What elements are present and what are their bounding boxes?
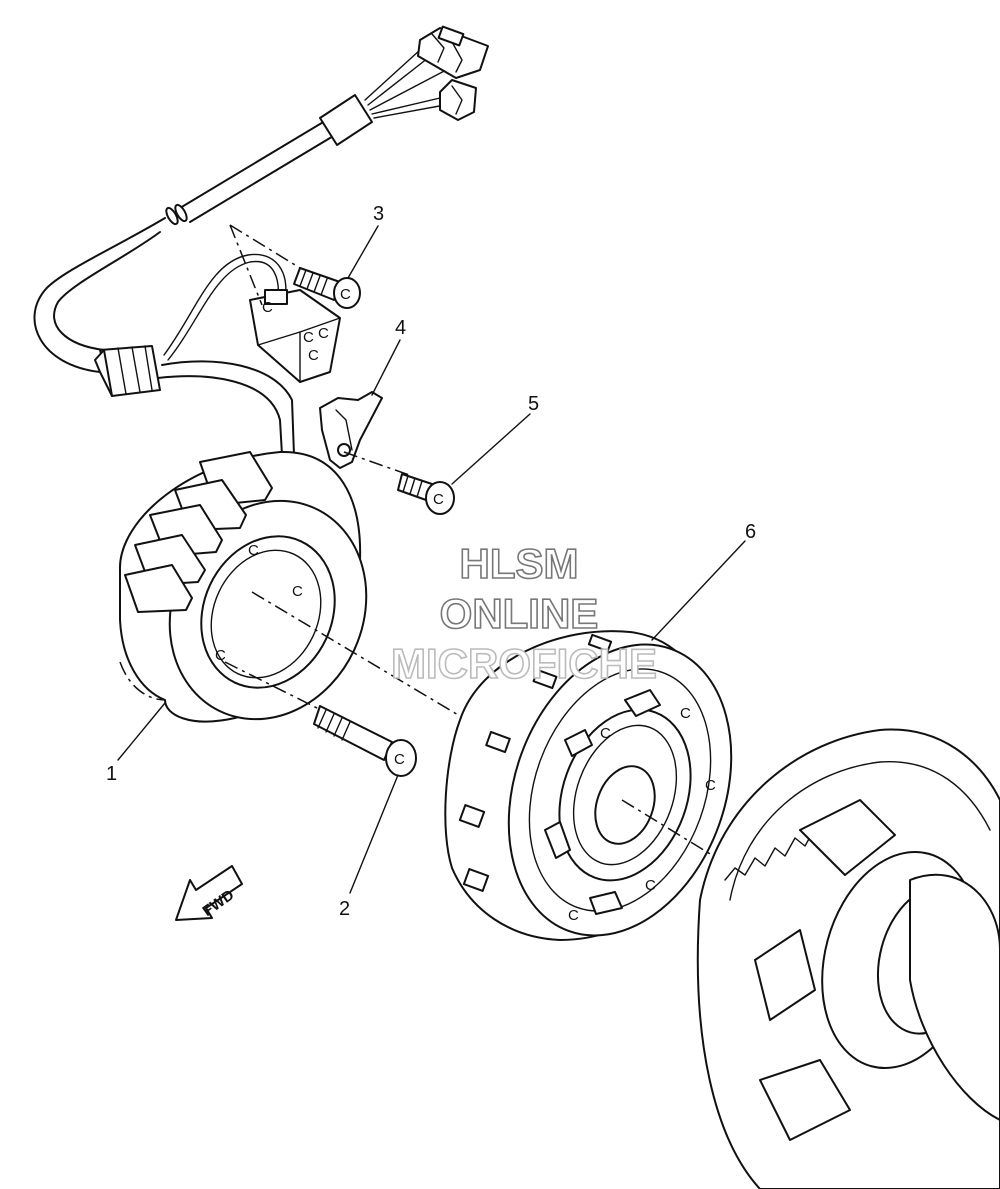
svg-text:C: C bbox=[600, 725, 611, 742]
fwd-arrow-icon: FWD bbox=[175, 865, 243, 921]
bolt-2: C bbox=[224, 661, 417, 777]
svg-text:C: C bbox=[262, 299, 273, 316]
cable-grommet bbox=[94, 345, 161, 397]
svg-text:C: C bbox=[340, 286, 351, 303]
callout-6: 6 bbox=[745, 521, 756, 543]
svg-text:C: C bbox=[215, 647, 226, 664]
rotor-6: C C C C C bbox=[444, 630, 733, 941]
clamp-4 bbox=[319, 391, 383, 469]
bolt-5: C bbox=[343, 451, 455, 515]
svg-text:C: C bbox=[318, 325, 329, 342]
callout-4: 4 bbox=[395, 317, 406, 339]
wire-connector-lower bbox=[439, 79, 477, 121]
stator-1: C C C bbox=[118, 450, 368, 723]
svg-text:C: C bbox=[394, 751, 405, 768]
svg-text:C: C bbox=[705, 777, 716, 794]
callout-1: 1 bbox=[106, 763, 117, 785]
callout-2: 2 bbox=[339, 898, 350, 920]
wire-harness bbox=[33, 25, 489, 456]
watermark-line-1: HLSM bbox=[460, 540, 579, 587]
starter-clutch-gear bbox=[696, 728, 1000, 1189]
svg-text:C: C bbox=[303, 329, 314, 346]
svg-text:C: C bbox=[568, 907, 579, 924]
svg-text:C: C bbox=[645, 877, 656, 894]
watermark-line-2: ONLINE bbox=[440, 590, 599, 637]
callout-3: 3 bbox=[373, 203, 384, 225]
leader-lines bbox=[117, 225, 746, 894]
svg-text:C: C bbox=[292, 583, 303, 600]
svg-text:C: C bbox=[433, 491, 444, 508]
pickup-coil: C C C C bbox=[249, 289, 341, 383]
svg-text:C: C bbox=[248, 542, 259, 559]
watermark: HLSM ONLINE MICROFICHE bbox=[390, 539, 658, 688]
bolt-3: C bbox=[229, 224, 361, 309]
svg-text:C: C bbox=[680, 705, 691, 722]
watermark-line-3: MICROFICHE bbox=[391, 640, 657, 687]
svg-text:C: C bbox=[308, 347, 319, 364]
callout-5: 5 bbox=[528, 393, 539, 415]
wire-connector-upper bbox=[417, 25, 489, 79]
